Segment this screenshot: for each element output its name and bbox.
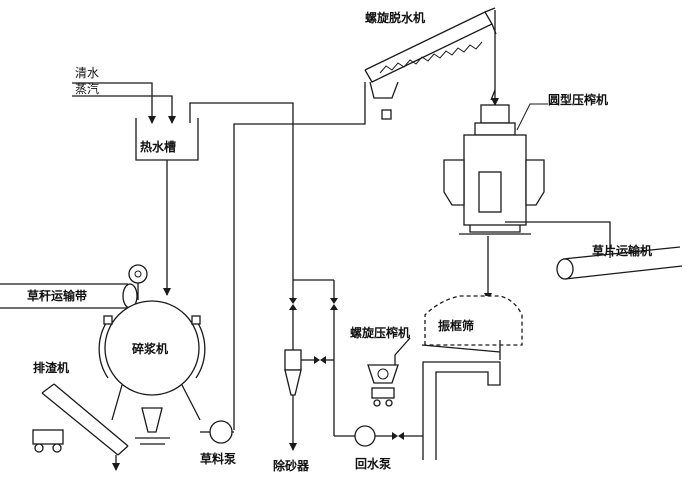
label-chip-conveyor: 草片运输机 bbox=[592, 243, 652, 258]
chip-conveyor bbox=[556, 246, 683, 280]
slag-discharger bbox=[32, 383, 129, 471]
screw-dewatering-machine bbox=[364, 7, 499, 120]
pulper bbox=[98, 264, 206, 445]
label-straw-conveyor-belt: 草秆运输带 bbox=[27, 288, 87, 303]
label-pulper: 碎浆机 bbox=[132, 341, 168, 356]
round-press bbox=[443, 103, 548, 235]
desander bbox=[284, 279, 338, 451]
vibrating-screen bbox=[421, 295, 523, 360]
label-return-water-pump: 回水泵 bbox=[355, 456, 391, 471]
label-clear-water: 清水 bbox=[75, 66, 99, 80]
label-round-press: 圆型压榨机 bbox=[548, 92, 608, 107]
label-vibrating-screen: 振框筛 bbox=[438, 318, 474, 333]
label-straw-pump: 草料泵 bbox=[200, 451, 236, 466]
inlet-lines bbox=[72, 82, 294, 280]
label-desander: 除砂器 bbox=[273, 458, 310, 473]
label-slag-discharger: 排渣机 bbox=[33, 360, 69, 375]
return-water-pump bbox=[334, 425, 423, 447]
label-screw-dewatering-machine: 螺旋脱水机 bbox=[365, 10, 425, 25]
screw-press bbox=[367, 337, 411, 407]
label-steam: 蒸汽 bbox=[75, 81, 99, 96]
straw-pump bbox=[200, 420, 234, 444]
label-hot-water-tank: 热水槽 bbox=[140, 139, 176, 154]
straw-conveyor-belt bbox=[0, 283, 138, 309]
label-screw-press: 螺旋压榨机 bbox=[350, 325, 410, 340]
white-water-chest bbox=[422, 361, 501, 460]
